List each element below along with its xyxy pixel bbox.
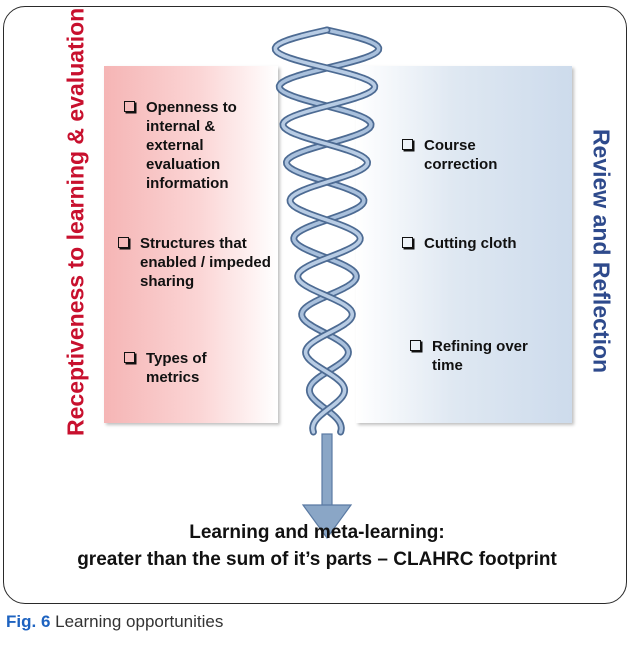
checkbox-icon — [410, 340, 421, 351]
checkbox-icon — [124, 101, 135, 112]
figure-caption: Fig. 6 Learning opportunities — [6, 612, 223, 632]
right-item-cutting-cloth: Cutting cloth — [402, 234, 562, 253]
checkbox-icon — [118, 237, 129, 248]
helix-strand — [273, 28, 377, 434]
left-item-metrics: Types of metrics — [124, 349, 264, 387]
down-arrow-icon — [301, 433, 353, 540]
right-item-course-correction: Course correction — [402, 136, 512, 174]
checkbox-icon — [402, 237, 413, 248]
left-item-structures: Structures that enabled / impeded sharin… — [118, 234, 278, 291]
caption-line-2: greater than the sum of it’s parts – CLA… — [77, 549, 557, 570]
figure-label: Fig. 6 — [6, 612, 51, 631]
caption-line-1: Learning and meta-learning: — [189, 522, 445, 543]
checkbox-icon — [402, 139, 413, 150]
helix-strands — [271, 26, 383, 436]
left-panel — [104, 66, 278, 423]
right-panel — [356, 66, 572, 423]
figure-title: Learning opportunities — [55, 612, 224, 631]
right-item-refining: Refining over time — [410, 337, 560, 375]
left-item-openness: Openness to internal & external evaluati… — [124, 98, 274, 193]
figure-frame — [3, 6, 627, 604]
diagram-caption: Learning and meta-learning: greater than… — [0, 519, 634, 573]
helix-strand — [277, 28, 381, 434]
checkbox-icon — [124, 352, 135, 363]
